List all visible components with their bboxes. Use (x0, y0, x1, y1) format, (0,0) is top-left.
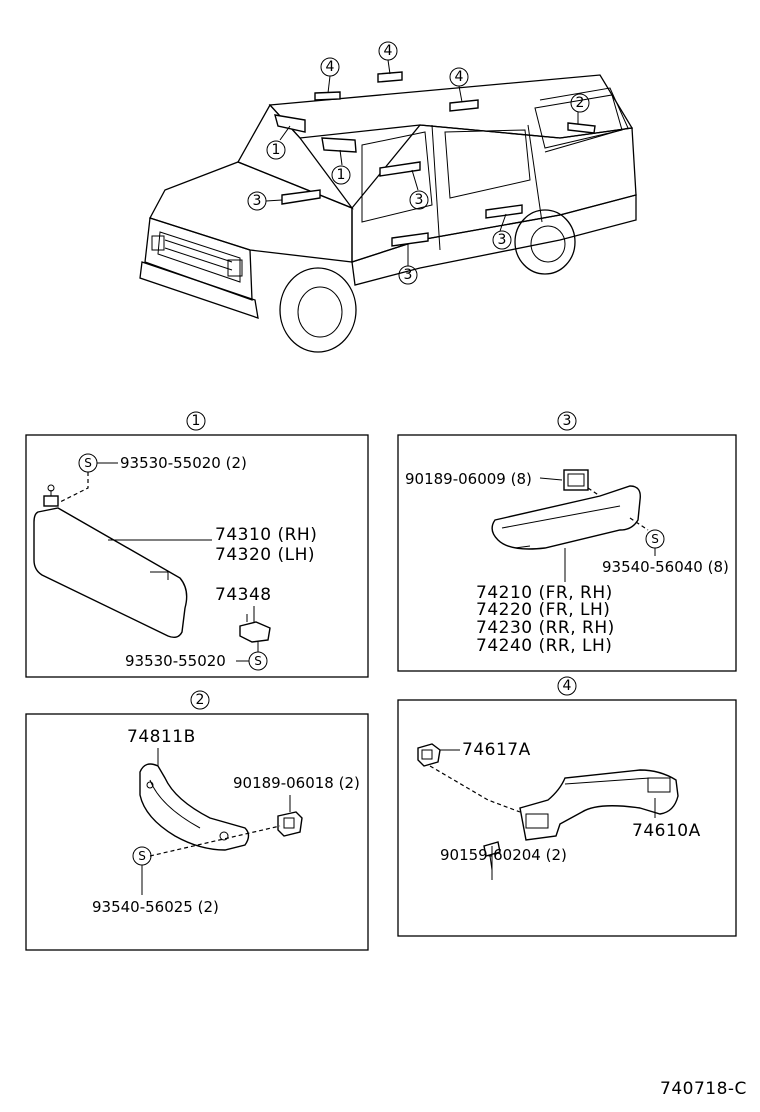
part-74240-rr-lh: 74240 (RR, LH) (476, 636, 612, 656)
panel-2-number: 2 (196, 692, 205, 708)
part-74230-rr-rh: 74230 (RR, RH) (476, 618, 615, 638)
callout-4a: 4 (326, 59, 335, 75)
part-93530-55020: 93530-55020 (125, 652, 226, 670)
part-74617a: 74617A (462, 740, 531, 760)
rear-grip-shape (139, 763, 250, 851)
part-90189-06009-qty8: 90189-06009 (8) (405, 470, 532, 488)
callout-3b: 3 (415, 192, 424, 208)
marker-s-1a: S (84, 456, 92, 470)
callout-1b: 1 (337, 167, 346, 183)
visor-holder-shape (239, 621, 271, 643)
assist-grip-shape (491, 485, 641, 550)
clip-74617a-shape (417, 743, 441, 767)
marker-s-3: S (651, 532, 659, 546)
callout-4c: 4 (455, 69, 464, 85)
panel-3: 3 90189-06009 (8) S 93540-56040 (8) 7421… (397, 411, 737, 672)
panel-1-number: 1 (192, 413, 201, 429)
roof-grip-shape (519, 769, 679, 841)
diagram-code: 740718-C (660, 1079, 747, 1099)
callout-1a: 1 (272, 142, 281, 158)
callout-3c: 3 (404, 267, 413, 283)
vehicle-illustration (139, 71, 637, 353)
panel-4: 4 74617A 90159-60204 (2) 74610A (397, 676, 737, 937)
part-74348: 74348 (215, 585, 272, 605)
part-74310-rh: 74310 (RH) (215, 525, 317, 545)
part-74610a: 74610A (632, 821, 701, 841)
part-93530-55020-qty2: 93530-55020 (2) (120, 454, 247, 472)
part-93540-56025-qty2: 93540-56025 (2) (92, 898, 219, 916)
sun-visor-shape (33, 507, 188, 639)
callout-3a: 3 (253, 193, 262, 209)
part-74811b: 74811B (127, 727, 196, 747)
callout-3d: 3 (498, 232, 507, 248)
part-93540-56040-qty8: 93540-56040 (8) (602, 558, 729, 576)
part-74320-lh: 74320 (LH) (215, 545, 315, 565)
vehicle-callouts: 1 1 2 3 3 3 3 4 4 4 (247, 41, 590, 285)
marker-s-2: S (138, 849, 146, 863)
part-90159-60204-qty2: 90159-60204 (2) (440, 846, 567, 864)
panel-4-number: 4 (563, 678, 572, 694)
clip-nut-shape (277, 811, 303, 837)
callout-2: 2 (576, 95, 585, 111)
panel-3-number: 3 (563, 413, 572, 429)
part-90189-06018-qty2: 90189-06018 (2) (233, 774, 360, 792)
part-74210-fr-rh: 74210 (FR, RH) (476, 583, 613, 603)
part-74220-fr-lh: 74220 (FR, LH) (476, 600, 610, 620)
marker-s-1b: S (254, 654, 262, 668)
panel-1: 1 S 93530-55020 (2) 74310 (RH) 74320 (LH… (25, 411, 369, 678)
panel-2: 2 74811B 90189-06018 (2) S 93540-56025 (… (25, 690, 369, 951)
callout-4b: 4 (384, 43, 393, 59)
